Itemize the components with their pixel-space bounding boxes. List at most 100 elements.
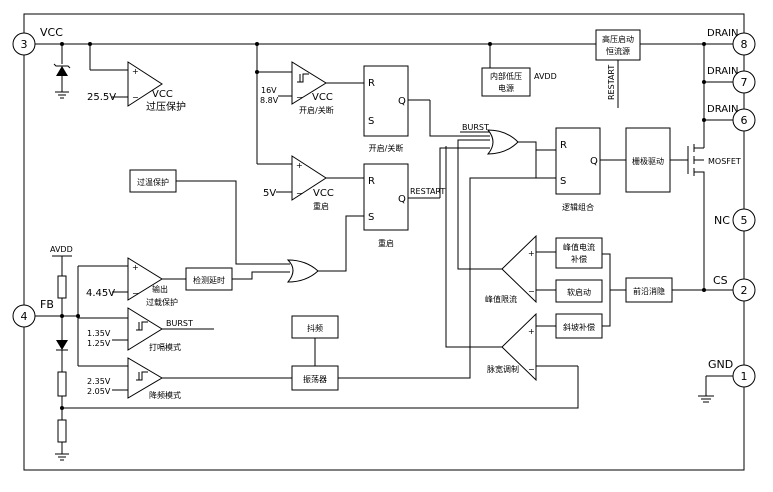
logic-or-gate: BURST [439,123,556,198]
svg-text:输出: 输出 [152,284,168,294]
svg-text:RESTART: RESTART [607,65,616,100]
svg-text:−: − [528,365,535,374]
svg-text:Q: Q [398,96,406,107]
svg-text:VCC: VCC [313,188,334,199]
svg-text:前沿消隐: 前沿消隐 [633,286,665,296]
svg-text:S: S [560,176,566,187]
svg-text:7: 7 [741,76,748,89]
soft-start-block: 软启动 [555,279,603,303]
svg-text:重启: 重启 [313,201,329,211]
svg-text:脉宽调制: 脉宽调制 [487,364,519,374]
svg-text:DRAIN: DRAIN [707,66,739,77]
pin-fb: 4 FB [12,298,54,328]
svg-text:过压保护: 过压保护 [146,100,186,113]
svg-text:栅极驱动: 栅极驱动 [632,156,664,166]
svg-text:VCC: VCC [152,89,173,100]
svg-text:R: R [368,176,375,187]
burst-comparator: 1.35V 1.25V BURST 打嗝模式 [78,307,214,352]
hv-startup-block: 高压启动 恒流源 RESTART [595,29,641,108]
pin-nc: 5 NC [714,208,756,232]
pin-gnd: 1 GND [708,358,756,388]
svg-text:1: 1 [741,370,748,383]
svg-text:5: 5 [741,214,748,227]
svg-text:过载保护: 过载保护 [146,297,178,307]
fb-network: AVDD [35,245,579,461]
svg-text:8: 8 [741,38,748,51]
svg-text:高压启动: 高压启动 [602,34,634,44]
svg-text:软启动: 软启动 [567,287,591,297]
pin-vcc: 3 VCC [12,26,63,56]
jitter-block: 抖频 [291,315,339,366]
svg-text:检测延时: 检测延时 [193,275,225,285]
svg-text:振荡器: 振荡器 [303,374,327,384]
uvlo-comparator: − 16V 8.8V VCC 开启/关断 [255,44,364,164]
svg-text:Q: Q [398,194,406,205]
svg-text:−: − [296,189,303,198]
mosfet-icon: MOSFET [687,144,741,290]
svg-text:峰值电流: 峰值电流 [563,242,595,252]
svg-text:S: S [368,116,374,127]
onoff-latch: R S Q 开启/关断 [363,65,490,153]
gate-driver-block: 栅极驱动 [625,127,688,193]
svg-text:VCC: VCC [312,92,333,103]
peak-comp-block: 峰值电流 补偿 [555,237,603,269]
svg-text:过温保护: 过温保护 [137,177,169,187]
chip-border [23,13,745,471]
cs-net [672,288,733,292]
svg-text:峰值限流: 峰值限流 [485,294,517,304]
svg-text:−: − [296,93,303,102]
svg-text:R: R [368,78,375,89]
svg-text:CS: CS [713,274,728,287]
svg-text:电源: 电源 [498,83,514,93]
svg-text:Q: Q [590,156,598,167]
svg-text:BURST: BURST [166,319,193,328]
svg-text:1.35V: 1.35V [87,329,111,338]
svg-text:开启/关断: 开启/关断 [299,105,334,115]
svg-text:+: + [528,327,535,336]
svg-text:MOSFET: MOSFET [708,157,741,166]
svg-text:BURST: BURST [462,123,489,132]
svg-text:25.5V: 25.5V [87,92,116,103]
svg-text:内部低压: 内部低压 [490,71,522,81]
vcc-zener-icon [53,44,71,99]
svg-text:逻辑组合: 逻辑组合 [562,202,594,212]
slope-comp-block: 斜坡补偿 [555,313,603,339]
logic-latch: R S Q 逻辑组合 [555,127,626,212]
pwm-comparator: + − 脉宽调制 [445,146,578,382]
svg-text:6: 6 [741,114,748,127]
svg-text:NC: NC [714,214,730,227]
svg-text:−: − [528,287,535,296]
pin-cs: 2 CS [713,274,756,302]
ovp-comparator: + − 25.5V VCC 过压保护 [87,44,186,113]
svg-text:+: + [296,161,303,170]
peak-limit-comparator: + − 峰值限流 [457,139,556,304]
svg-text:AVDD: AVDD [534,72,557,81]
restart-comparator: + − 5V VCC 重启 [257,155,364,211]
svg-text:DRAIN: DRAIN [707,28,739,39]
svg-text:+: + [528,249,535,258]
otp-block: 过温保护 [129,169,290,265]
restart-or-gate [286,215,364,283]
svg-text:VCC: VCC [40,26,63,39]
svg-text:3: 3 [21,38,28,51]
svg-text:开启/关断: 开启/关断 [369,143,404,153]
svg-text:2: 2 [741,284,748,297]
svg-text:R: R [560,140,567,151]
svg-text:+: + [132,67,139,76]
svg-text:降频模式: 降频模式 [149,390,181,400]
gnd-symbol-icon [698,375,733,403]
svg-text:2.05V: 2.05V [87,387,111,396]
svg-text:1.25V: 1.25V [87,339,111,348]
svg-text:恒流源: 恒流源 [606,46,630,56]
svg-text:+: + [132,263,139,272]
pin-drain-8: 8 DRAIN [707,28,756,56]
svg-text:4: 4 [21,310,28,323]
oscillator-block: 振荡器 [291,177,556,391]
svg-text:5V: 5V [263,188,276,199]
pin-drain-7: 7 DRAIN [707,66,756,94]
svg-text:斜坡补偿: 斜坡补偿 [563,322,595,332]
svg-text:−: − [132,93,139,102]
svg-text:−: − [132,289,139,298]
svg-text:打嗝模式: 打嗝模式 [149,342,181,352]
